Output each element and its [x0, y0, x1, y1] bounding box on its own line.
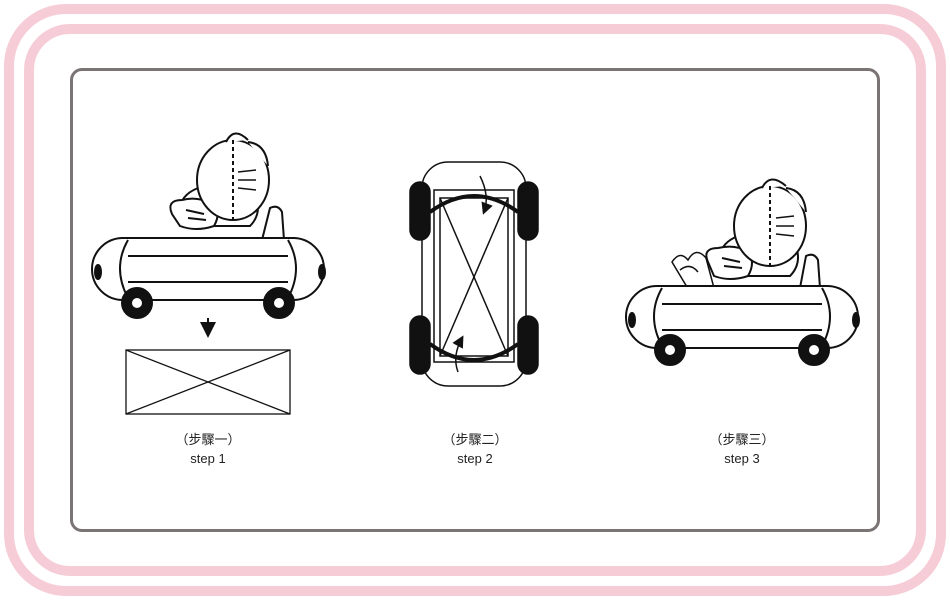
car-side-view [625, 253, 860, 366]
step1-illustration [91, 132, 326, 415]
step1-subtitle: step 1 [190, 451, 226, 466]
step3-subtitle: step 3 [724, 451, 760, 466]
step3-caption: （步驟三） step 3 [662, 430, 822, 468]
step1-caption: （步驟一） step 1 [128, 430, 288, 468]
car-side-view [91, 205, 326, 319]
step2-caption: （步驟二） step 2 [395, 430, 555, 468]
step2-illustration [409, 161, 539, 387]
step3-illustration [625, 178, 860, 366]
rotate-arrow-bottom [452, 335, 464, 373]
step2-title: （步驟二） [442, 432, 508, 447]
step2-subtitle: step 2 [457, 451, 493, 466]
rotate-arrow-top [479, 175, 493, 215]
base-placeholder-box [125, 349, 291, 415]
step3-title: （步驟三） [709, 432, 775, 447]
kitty-figure [705, 178, 807, 280]
step1-title: （步驟一） [175, 432, 241, 447]
kitty-figure [169, 132, 270, 230]
car-top-view [409, 161, 539, 387]
